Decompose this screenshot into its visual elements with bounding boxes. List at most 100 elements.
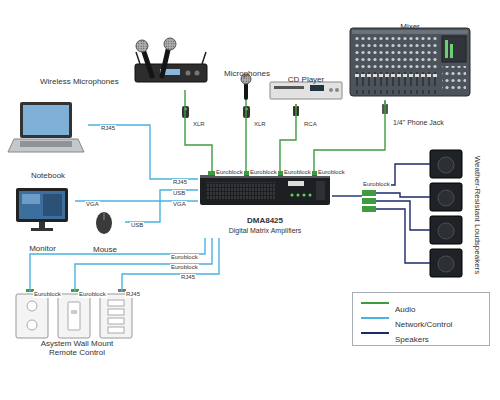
- wireless-receiver-icon: [135, 38, 207, 82]
- connector-label-box: VGA: [172, 192, 187, 210]
- connector-label: RCA: [303, 121, 318, 128]
- xlr-plug-icon: [182, 106, 250, 118]
- signal-wire: [332, 195, 358, 196]
- signal-wire: [245, 100, 246, 175]
- legend-line: [361, 302, 389, 304]
- mixer-icon: [350, 28, 470, 96]
- connector-label: Euroblock: [362, 181, 391, 188]
- connector-label-box: Euroblock: [170, 245, 199, 263]
- signal-wire: [280, 104, 296, 175]
- device-label: Notebook: [31, 171, 65, 180]
- label-wrap: Mouse: [85, 238, 125, 256]
- signal-wire: [125, 190, 198, 222]
- legend-line: [361, 317, 389, 319]
- connector-label: VGA: [172, 201, 187, 208]
- legend-text: Network/Control: [395, 320, 452, 329]
- connector-label: Euroblock: [317, 169, 346, 176]
- connector-label-box: Euroblock: [317, 160, 346, 178]
- connector-label-box: Euroblock: [170, 255, 199, 273]
- device-node: DMA8425Digital Matrix Amplifiers: [198, 175, 332, 238]
- device-label: Asystem Wall Mount Remote Control: [27, 339, 127, 357]
- signal-wire: [30, 238, 205, 292]
- signal-wire: [122, 238, 219, 292]
- connector-label: Euroblock: [78, 291, 107, 298]
- connector-label-box: 1/4" Phone Jack: [392, 111, 445, 129]
- connector-label-box: Euroblock: [362, 172, 391, 190]
- label-wrap: Notebook: [8, 164, 88, 182]
- device-label: Digital Matrix Amplifiers: [229, 227, 302, 235]
- device-node: Microphones: [218, 62, 276, 100]
- connector-label-box: RJ45: [172, 170, 188, 188]
- euroblock-terminals: [26, 171, 318, 292]
- connector-label: XLR: [192, 121, 206, 128]
- device-label: Microphones: [224, 69, 270, 78]
- connector-label-box: Euroblock: [78, 282, 107, 300]
- connector-label: RJ45: [125, 291, 141, 298]
- device-node: Weather-Resistant Loudspeakers: [358, 145, 495, 285]
- legend-line: [361, 332, 389, 334]
- cd-player-icon: [270, 82, 342, 99]
- label-wrap: Mixer: [345, 15, 475, 33]
- label-wrap: Weather-Resistant Loudspeakers: [471, 156, 489, 275]
- connector-label: Euroblock: [33, 291, 62, 298]
- amplifier-icon: [200, 175, 330, 205]
- label-wrap: Asystem Wall Mount Remote Control: [27, 339, 127, 359]
- device-label: Mixer: [400, 22, 420, 31]
- connector-label: Euroblock: [283, 169, 312, 176]
- device-node: Monitor: [10, 185, 75, 256]
- connector-label-box: RJ45: [100, 116, 116, 134]
- label-wrap: CD Player: [268, 68, 344, 86]
- connector-label-box: RJ45: [180, 265, 196, 283]
- device-node: Mixer: [345, 15, 475, 100]
- connector-label: 1/4" Phone Jack: [392, 119, 445, 127]
- device-node: CD Player: [268, 68, 344, 104]
- legend-box: AudioNetwork/ControlSpeakers: [352, 292, 490, 346]
- connector-label: XLR: [253, 121, 267, 128]
- connector-label: Euroblock: [249, 169, 278, 176]
- mouse-icon: [96, 212, 112, 234]
- connector-label-box: RCA: [303, 112, 318, 130]
- device-label: DMA8425: [247, 216, 283, 225]
- legend-row: Speakers: [395, 328, 429, 346]
- connector-label: Euroblock: [170, 254, 199, 261]
- connector-label-box: VGA: [85, 192, 100, 210]
- connector-label: Euroblock: [170, 264, 199, 271]
- device-label: Weather-Resistant Loudspeakers: [473, 156, 482, 275]
- connector-label: VGA: [85, 201, 100, 208]
- wall-remote-icons: [16, 294, 132, 338]
- connector-label-box: RJ45: [125, 282, 141, 300]
- connector-label-box: XLR: [253, 112, 267, 130]
- connector-label: RJ45: [100, 125, 116, 132]
- device-node: Notebook: [8, 100, 88, 183]
- legend-text: Audio: [395, 305, 415, 314]
- label-wrap: Monitor: [10, 237, 75, 255]
- connector-label-box: Euroblock: [249, 160, 278, 178]
- signal-wire: [314, 100, 385, 175]
- device-node: Wireless Microphones: [40, 40, 215, 90]
- signal-wire: [88, 125, 198, 179]
- connector-label-box: USB: [130, 213, 144, 231]
- connector-label-box: USB: [172, 181, 186, 199]
- device-label: Monitor: [29, 244, 56, 253]
- connector-label: USB: [130, 222, 144, 229]
- connector-label-box: Euroblock: [283, 160, 312, 178]
- speaker-icons: [430, 150, 462, 277]
- laptop-icon: [8, 102, 84, 152]
- device-label: Mouse: [93, 245, 117, 254]
- label-wrap: Digital Matrix Amplifiers: [198, 219, 332, 237]
- speaker-wiring: [358, 164, 430, 263]
- label-wrap: Microphones: [218, 62, 276, 80]
- signal-wire: [185, 90, 212, 175]
- legend-row: Network/Control: [395, 313, 452, 331]
- signal-wire: [75, 238, 212, 292]
- connector-label-box: XLR: [192, 112, 206, 130]
- device-node: Asystem Wall Mount Remote Control: [12, 292, 142, 360]
- connector-label-box: Euroblock: [33, 282, 62, 300]
- monitor-icon: [16, 188, 68, 231]
- connector-label: Euroblock: [215, 169, 244, 176]
- connector-label-box: Euroblock: [215, 160, 244, 178]
- device-label: CD Player: [288, 75, 324, 84]
- label-wrap: Wireless Microphones: [40, 70, 135, 88]
- device-node: Mouse: [85, 208, 125, 257]
